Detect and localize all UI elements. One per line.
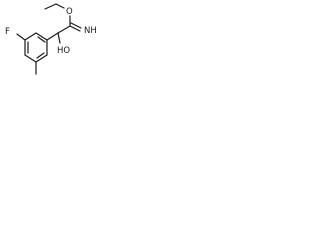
imine-double-bond: [70, 22, 82, 29]
hydroxyl-bond: [57, 32, 61, 44]
alpha-to-imidate-carbon-bond: [57, 25, 71, 34]
ring-bond: [24, 32, 37, 41]
ethyl-bond: [55, 3, 65, 9]
fluorine-bond: [16, 33, 26, 41]
ring-bond: [35, 32, 48, 41]
ethyl-bond: [44, 3, 57, 10]
ether-oxygen-label: O: [66, 7, 73, 17]
fluorine-label: F: [5, 27, 10, 37]
ring-double-bond: [36, 52, 45, 59]
imine-double-bond: [69, 25, 81, 32]
hydroxyl-label: HO: [57, 46, 70, 56]
ring-double-bond: [37, 36, 46, 43]
ring-bond: [35, 54, 48, 63]
ring-to-alpha-carbon-bond: [46, 32, 59, 41]
imine-label: NH: [84, 26, 97, 36]
chemical-structure-diagram: F HO O NH: [5, 3, 97, 75]
ring-bond: [24, 54, 37, 63]
benzene-ring: [24, 32, 48, 63]
